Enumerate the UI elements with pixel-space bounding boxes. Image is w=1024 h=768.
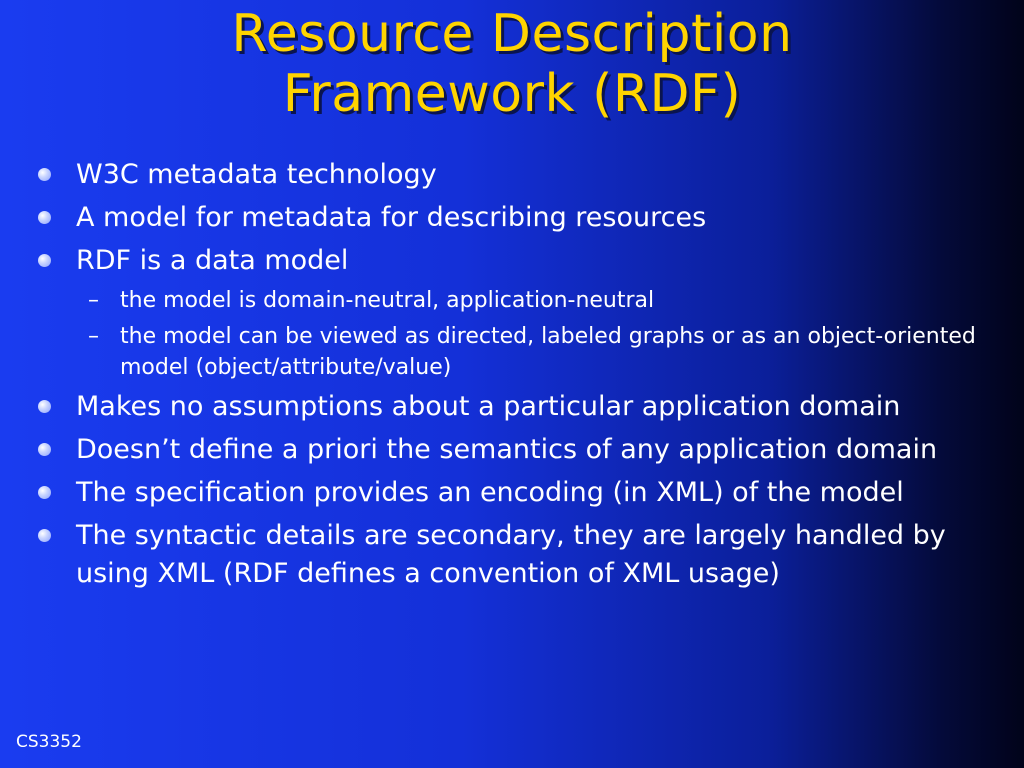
bullet-dot-icon (38, 400, 51, 413)
bullet-text: The specification provides an encoding (… (76, 477, 904, 508)
sub-bullet-text: the model is domain-neutral, application… (120, 288, 655, 313)
slide-title: Resource Description Framework (RDF) (0, 4, 1024, 124)
bullet-text: W3C metadata technology (76, 159, 437, 190)
bullet-text: A model for metadata for describing reso… (76, 202, 707, 233)
bullet-text: Makes no assumptions about a particular … (76, 391, 901, 422)
title-line-1: Resource Description (231, 4, 793, 64)
bullet-item: A model for metadata for describing reso… (36, 199, 986, 237)
bullet-dot-icon (38, 486, 51, 499)
bullet-dot-icon (38, 254, 51, 267)
bullet-dot-icon (38, 443, 51, 456)
sub-bullet-item: – the model is domain-neutral, applicati… (36, 285, 986, 316)
bullet-item: The syntactic details are secondary, the… (36, 517, 986, 593)
bullet-item: Makes no assumptions about a particular … (36, 388, 986, 426)
bullet-text: Doesn’t define a priori the semantics of… (76, 434, 938, 465)
bullet-text: RDF is a data model (76, 245, 349, 276)
sub-bullet-item: – the model can be viewed as directed, l… (36, 321, 986, 383)
bullet-dot-icon (38, 211, 51, 224)
title-line-2: Framework (RDF) (282, 64, 742, 124)
dash-icon: – (88, 324, 99, 349)
bullet-list: W3C metadata technology A model for meta… (36, 156, 986, 598)
slide-footer: CS3352 (16, 732, 82, 752)
bullet-item: RDF is a data model (36, 242, 986, 280)
bullet-item: The specification provides an encoding (… (36, 474, 986, 512)
bullet-dot-icon (38, 168, 51, 181)
bullet-text: The syntactic details are secondary, the… (76, 520, 946, 589)
dash-icon: – (88, 288, 99, 313)
bullet-item: W3C metadata technology (36, 156, 986, 194)
sub-bullet-text: the model can be viewed as directed, lab… (120, 324, 976, 380)
bullet-dot-icon (38, 529, 51, 542)
bullet-item: Doesn’t define a priori the semantics of… (36, 431, 986, 469)
